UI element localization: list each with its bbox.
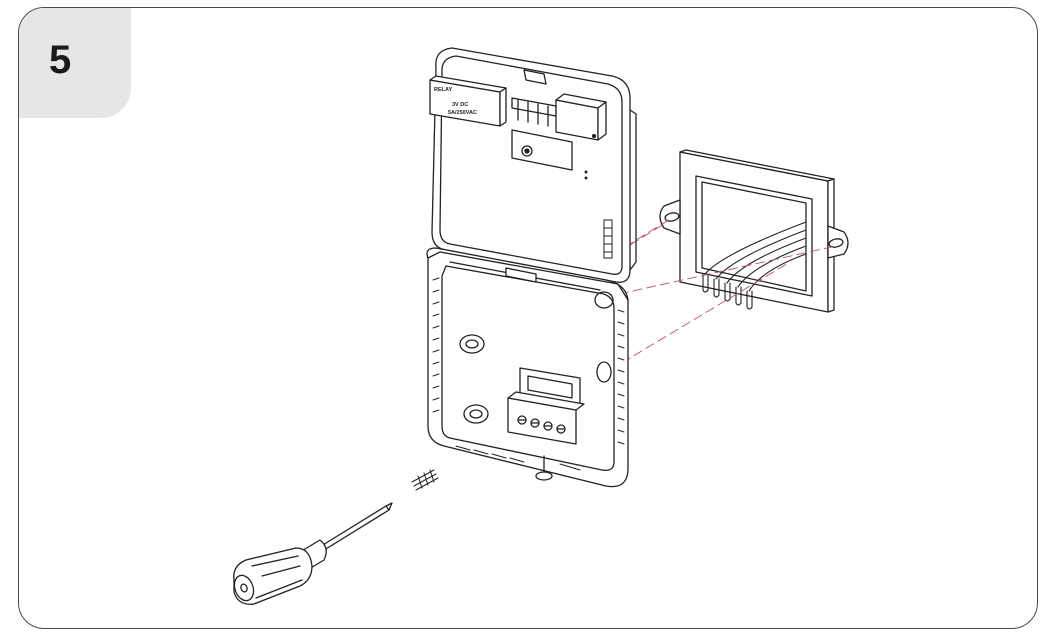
- thermostat-cover: RELAY 3V DC 5A/250VAC: [429, 47, 637, 283]
- step-number: 5: [49, 38, 72, 82]
- spring-screw: [411, 469, 439, 491]
- pcb-mount: [511, 129, 573, 171]
- terminal-block: [507, 367, 585, 445]
- bottom-screw: [535, 455, 553, 481]
- step-tab: 5: [19, 8, 131, 118]
- wall-mounting-plate: [659, 149, 849, 313]
- mount-hole-left: [664, 212, 680, 222]
- screwdriver-icon: [233, 502, 393, 605]
- side-connector: [603, 219, 613, 259]
- wall-wires: [702, 221, 807, 310]
- relay-component: RELAY 3V DC 5A/250VAC: [429, 75, 507, 127]
- relay-label: RELAY: [434, 87, 452, 93]
- relay-rating-1: 3V DC: [452, 102, 468, 108]
- vent-slots-right: [617, 309, 625, 445]
- mount-boss-lower: [463, 404, 489, 424]
- vent-slots-left: [432, 277, 440, 413]
- mount-boss-right: [594, 291, 614, 383]
- mount-hole-right: [828, 238, 844, 248]
- bottom-slots: [455, 445, 581, 471]
- mount-boss-upper: [459, 334, 485, 354]
- thermostat-base: [426, 247, 629, 488]
- relay-rating-2: 5A/250VAC: [448, 110, 477, 116]
- connector-block: [555, 93, 607, 141]
